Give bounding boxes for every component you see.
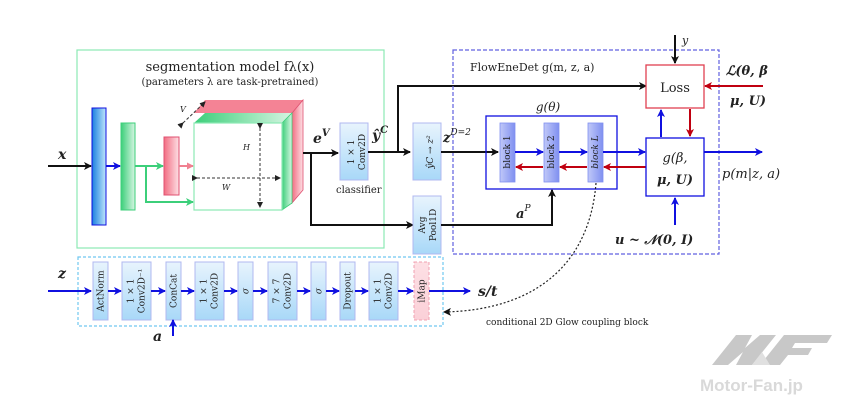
coupling-layer-label: Conv2D⁻¹	[138, 269, 148, 314]
coupling-layer-label: Dropout	[344, 272, 354, 310]
coupling-output-label: s/t	[478, 284, 498, 300]
coupling-layer-label: 1 × 1	[374, 279, 384, 304]
projection-box	[412, 122, 442, 181]
cube-top-green	[194, 113, 292, 123]
flow-block-1-label: block 1	[503, 135, 513, 168]
segmentation-model-title: segmentation model fλ(x)	[146, 60, 315, 75]
skip-connection-arrow	[145, 166, 194, 206]
arrow-to-avgpool	[310, 153, 414, 229]
output-label: p(m|z, a)	[722, 167, 780, 182]
flowenedet-title: FlowEneDet g(m, z, a)	[470, 61, 594, 74]
coupling-layer-label: ConCat	[170, 274, 180, 308]
arrow-ap-to-blocks	[441, 189, 556, 226]
coupling-layer-label: 1 × 1	[200, 279, 210, 304]
noise-label: u ~ 𝒩(0, I)	[615, 233, 693, 248]
watermark-text: Motor-Fan.jp	[700, 376, 803, 395]
encoder-layer-blue	[91, 107, 107, 226]
classifier-caption: classifier	[336, 185, 382, 196]
motor-fan-logo-icon	[712, 335, 832, 365]
segmentation-model-box	[76, 49, 385, 249]
coupling-layer-label: 7 × 7	[273, 278, 283, 303]
g-beta-line2: μ, U)	[657, 173, 693, 188]
coupling-layer-imap	[413, 261, 430, 321]
cube-side-red	[291, 98, 304, 205]
dim-v-label: V	[180, 105, 187, 114]
loss-function-line2: μ, U)	[730, 94, 766, 109]
flow-block-l-label: block L	[591, 135, 601, 168]
coupling-input-z-label: z	[57, 266, 67, 282]
cube-top-red	[194, 100, 303, 113]
coupling-layer-label: ActNorm	[97, 270, 107, 313]
loss-label: Loss	[660, 81, 690, 96]
feature-cube-front	[193, 122, 283, 211]
z-d-label: zD=2	[442, 128, 471, 146]
coupling-layer-label: σ	[315, 287, 325, 294]
coupling-layer-conv7	[267, 261, 298, 321]
segmentation-model-subtitle: (parameters λ are task-pretrained)	[142, 77, 319, 88]
coupling-block-box	[77, 256, 444, 327]
coupling-caption: conditional 2D Glow coupling block	[486, 318, 649, 328]
g-beta-box	[645, 137, 705, 197]
g-theta-label: g(θ)	[536, 100, 561, 114]
avgpool-line2: Pool1D	[429, 209, 439, 241]
input-x-label: x	[57, 147, 67, 163]
encoder-layer-red	[163, 136, 180, 196]
y-label: y	[681, 34, 689, 47]
dim-w-label: W	[222, 183, 231, 192]
classifier-line1: 1 × 1	[347, 140, 357, 165]
cube-side-green	[281, 112, 293, 211]
coupling-layer-label: Conv2D	[211, 273, 221, 309]
coupling-layer-label: iMap	[418, 279, 428, 302]
coupling-reference-curve	[443, 182, 597, 316]
avgpool-line1: Avg	[418, 216, 428, 234]
arrow-yhat-to-loss	[397, 82, 647, 152]
flow-block-2-label: block 2	[547, 135, 557, 168]
coupling-layer-conv-inv	[121, 261, 152, 321]
coupling-layer-label: Conv2D	[284, 273, 294, 309]
coupling-layer-label: σ	[242, 287, 252, 294]
coupling-layer-conv-out	[368, 261, 399, 321]
loss-box	[645, 64, 705, 109]
yhat-c-label: ŷC	[371, 125, 388, 144]
encoder-layer-green	[120, 122, 136, 211]
projection-label: ŷC → z²	[425, 135, 436, 170]
loss-function-line1: ℒ(θ, β	[726, 64, 768, 79]
coupling-layer-label: Conv2D	[385, 273, 395, 309]
embedding-ev-label: eV	[313, 128, 331, 147]
dim-h-label: H	[242, 143, 251, 152]
cond-a-label: a	[153, 329, 162, 345]
classifier-line2: Conv2D	[358, 134, 368, 170]
a-p-label: aP	[516, 204, 531, 222]
depth-dimension-arrow	[177, 101, 206, 129]
g-beta-line1: g(β,	[662, 151, 687, 166]
coupling-layer-label: 1 × 1	[127, 279, 137, 304]
avgpool-box	[412, 195, 442, 255]
